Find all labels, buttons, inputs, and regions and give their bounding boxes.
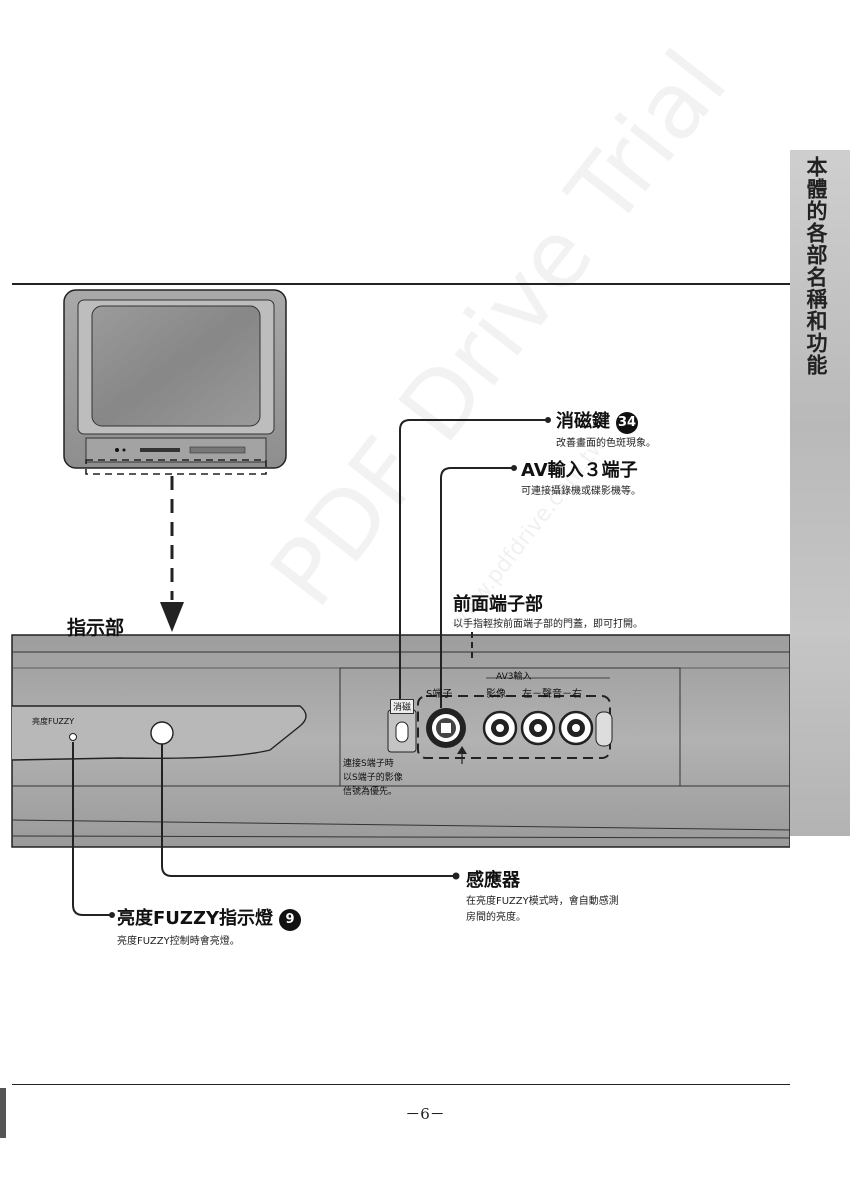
av-input-title: AV輸入３端子 — [521, 460, 638, 481]
s-note-3: 信號為優先。 — [343, 787, 398, 797]
av-input-desc: 可連接攝錄機或碟影機等。 — [521, 486, 641, 497]
side-title: 本體的各部名稱和功能 — [804, 156, 828, 376]
fuzzy-indicator-desc: 亮度FUZZY控制時會亮燈。 — [117, 936, 240, 947]
sensor-desc-1: 在亮度FUZZY模式時，會自動感測 — [466, 896, 619, 907]
indicator-title: 指示部 — [67, 617, 125, 639]
side-tab — [790, 150, 850, 836]
sensor-desc-2: 房間的亮度。 — [466, 912, 526, 923]
fuzzy-indicator-title: 亮度FUZZY指示燈 — [117, 908, 274, 929]
audio-label: 左－聲音－右 — [522, 689, 582, 700]
page-number: －6－ — [405, 1105, 445, 1123]
degauss-desc: 改善畫面的色斑現象。 — [556, 438, 656, 449]
front-terminal-title: 前面端子部 — [453, 594, 543, 615]
fuzzy-indicator-number: 9 — [279, 908, 302, 931]
sensor-title: 感應器 — [466, 870, 520, 891]
degauss-callout: 消磁鍵 34 — [556, 407, 638, 434]
small-tv — [63, 289, 287, 469]
scan-edge — [0, 1088, 6, 1138]
degauss-title: 消磁鍵 — [556, 411, 610, 432]
s-note-1: 連接S端子時 — [343, 759, 394, 769]
video-label: 影像 — [486, 689, 506, 700]
s-note-2: 以S端子的影像 — [343, 773, 403, 783]
front-terminal-desc: 以手指輕按前面端子部的門蓋，即可打開。 — [453, 619, 643, 630]
bottom-rule — [12, 1084, 790, 1085]
degauss-button-label: 消磁 — [390, 699, 415, 714]
degauss-number: 34 — [616, 411, 638, 434]
s-terminal-label: S端子 — [426, 689, 453, 700]
fuzzy-small-label: 亮度FUZZY — [32, 717, 75, 726]
av3-label: AV3輸入 — [496, 672, 532, 682]
tv-illustration — [11, 289, 790, 918]
top-rule — [12, 283, 790, 285]
